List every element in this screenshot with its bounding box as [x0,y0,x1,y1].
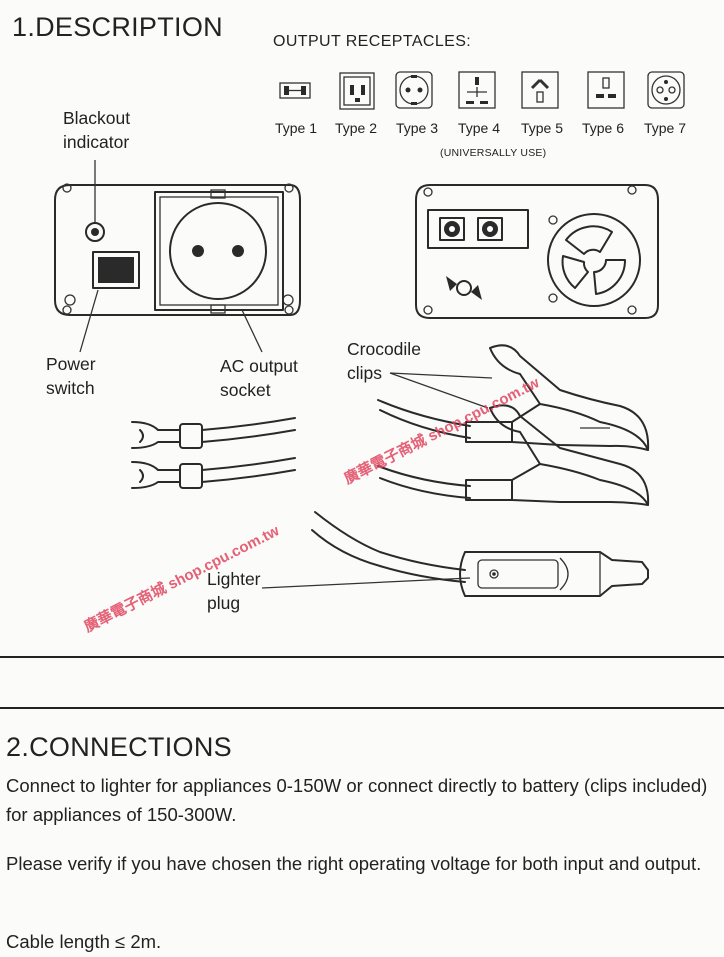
section-title-connections: 2.CONNECTIONS [6,732,232,762]
connections-paragraph-3: Cable length ≤ 2m. [6,931,162,952]
cooling-fan [547,213,641,307]
power-switch [92,251,140,289]
fork-terminal-cable [131,417,296,489]
blackout-indicator-label: Blackout indicator [63,108,131,152]
inverter-rear-panel [415,184,659,319]
type-label-5: Type 5 [520,120,564,136]
type-label-7: Type 7 [643,120,687,136]
section-divider-bottom [0,707,724,709]
type3-socket-icon [395,71,433,109]
type6-socket-icon [587,71,625,109]
inverter-front-panel [54,183,301,316]
type1-socket-icon [279,82,311,99]
croc-leader-line-2 [389,372,489,409]
universal-use-note: (UNIVERSALLY USE) [440,147,547,159]
lighter-plug [311,511,649,597]
inverter-illustration [54,160,659,597]
type-label-2: Type 2 [334,120,378,136]
ground-wing-nut [446,276,482,300]
type5-socket-icon [521,71,559,109]
type-label-4: Type 4 [457,120,501,136]
lighter-plug-label: Lighter plug [207,569,261,613]
croc-leader-line-1 [389,372,493,379]
receptacle-icons [279,71,685,110]
connections-paragraph-1: Connect to lighter for appliances 0-150W… [6,775,708,825]
power-switch-label: Power switch [46,354,96,398]
battery-terminal-block [427,209,529,249]
output-receptacles-title: OUTPUT RECEPTACLES: [273,33,472,50]
connections-paragraph-2: Please verify if you have chosen the rig… [6,853,702,874]
lighter-leader-line [261,577,471,589]
ac-socket-leader-line [241,309,263,353]
type-label-3: Type 3 [395,120,439,136]
blackout-indicator-led [85,222,105,242]
crocodile-clips-label: Crocodile clips [347,339,421,383]
section-title-description: 1.DESCRIPTION [12,12,223,42]
type-label-6: Type 6 [581,120,625,136]
power-switch-leader-line [79,289,99,353]
type4-socket-icon [458,71,496,109]
type7-socket-icon [647,71,685,109]
type-label-1: Type 1 [274,120,318,136]
crocodile-clips [377,344,650,506]
section-divider-top [0,656,724,658]
type2-socket-icon [339,72,375,110]
ac-output-socket-label: AC output socket [220,356,298,400]
ac-output-socket [169,202,267,300]
